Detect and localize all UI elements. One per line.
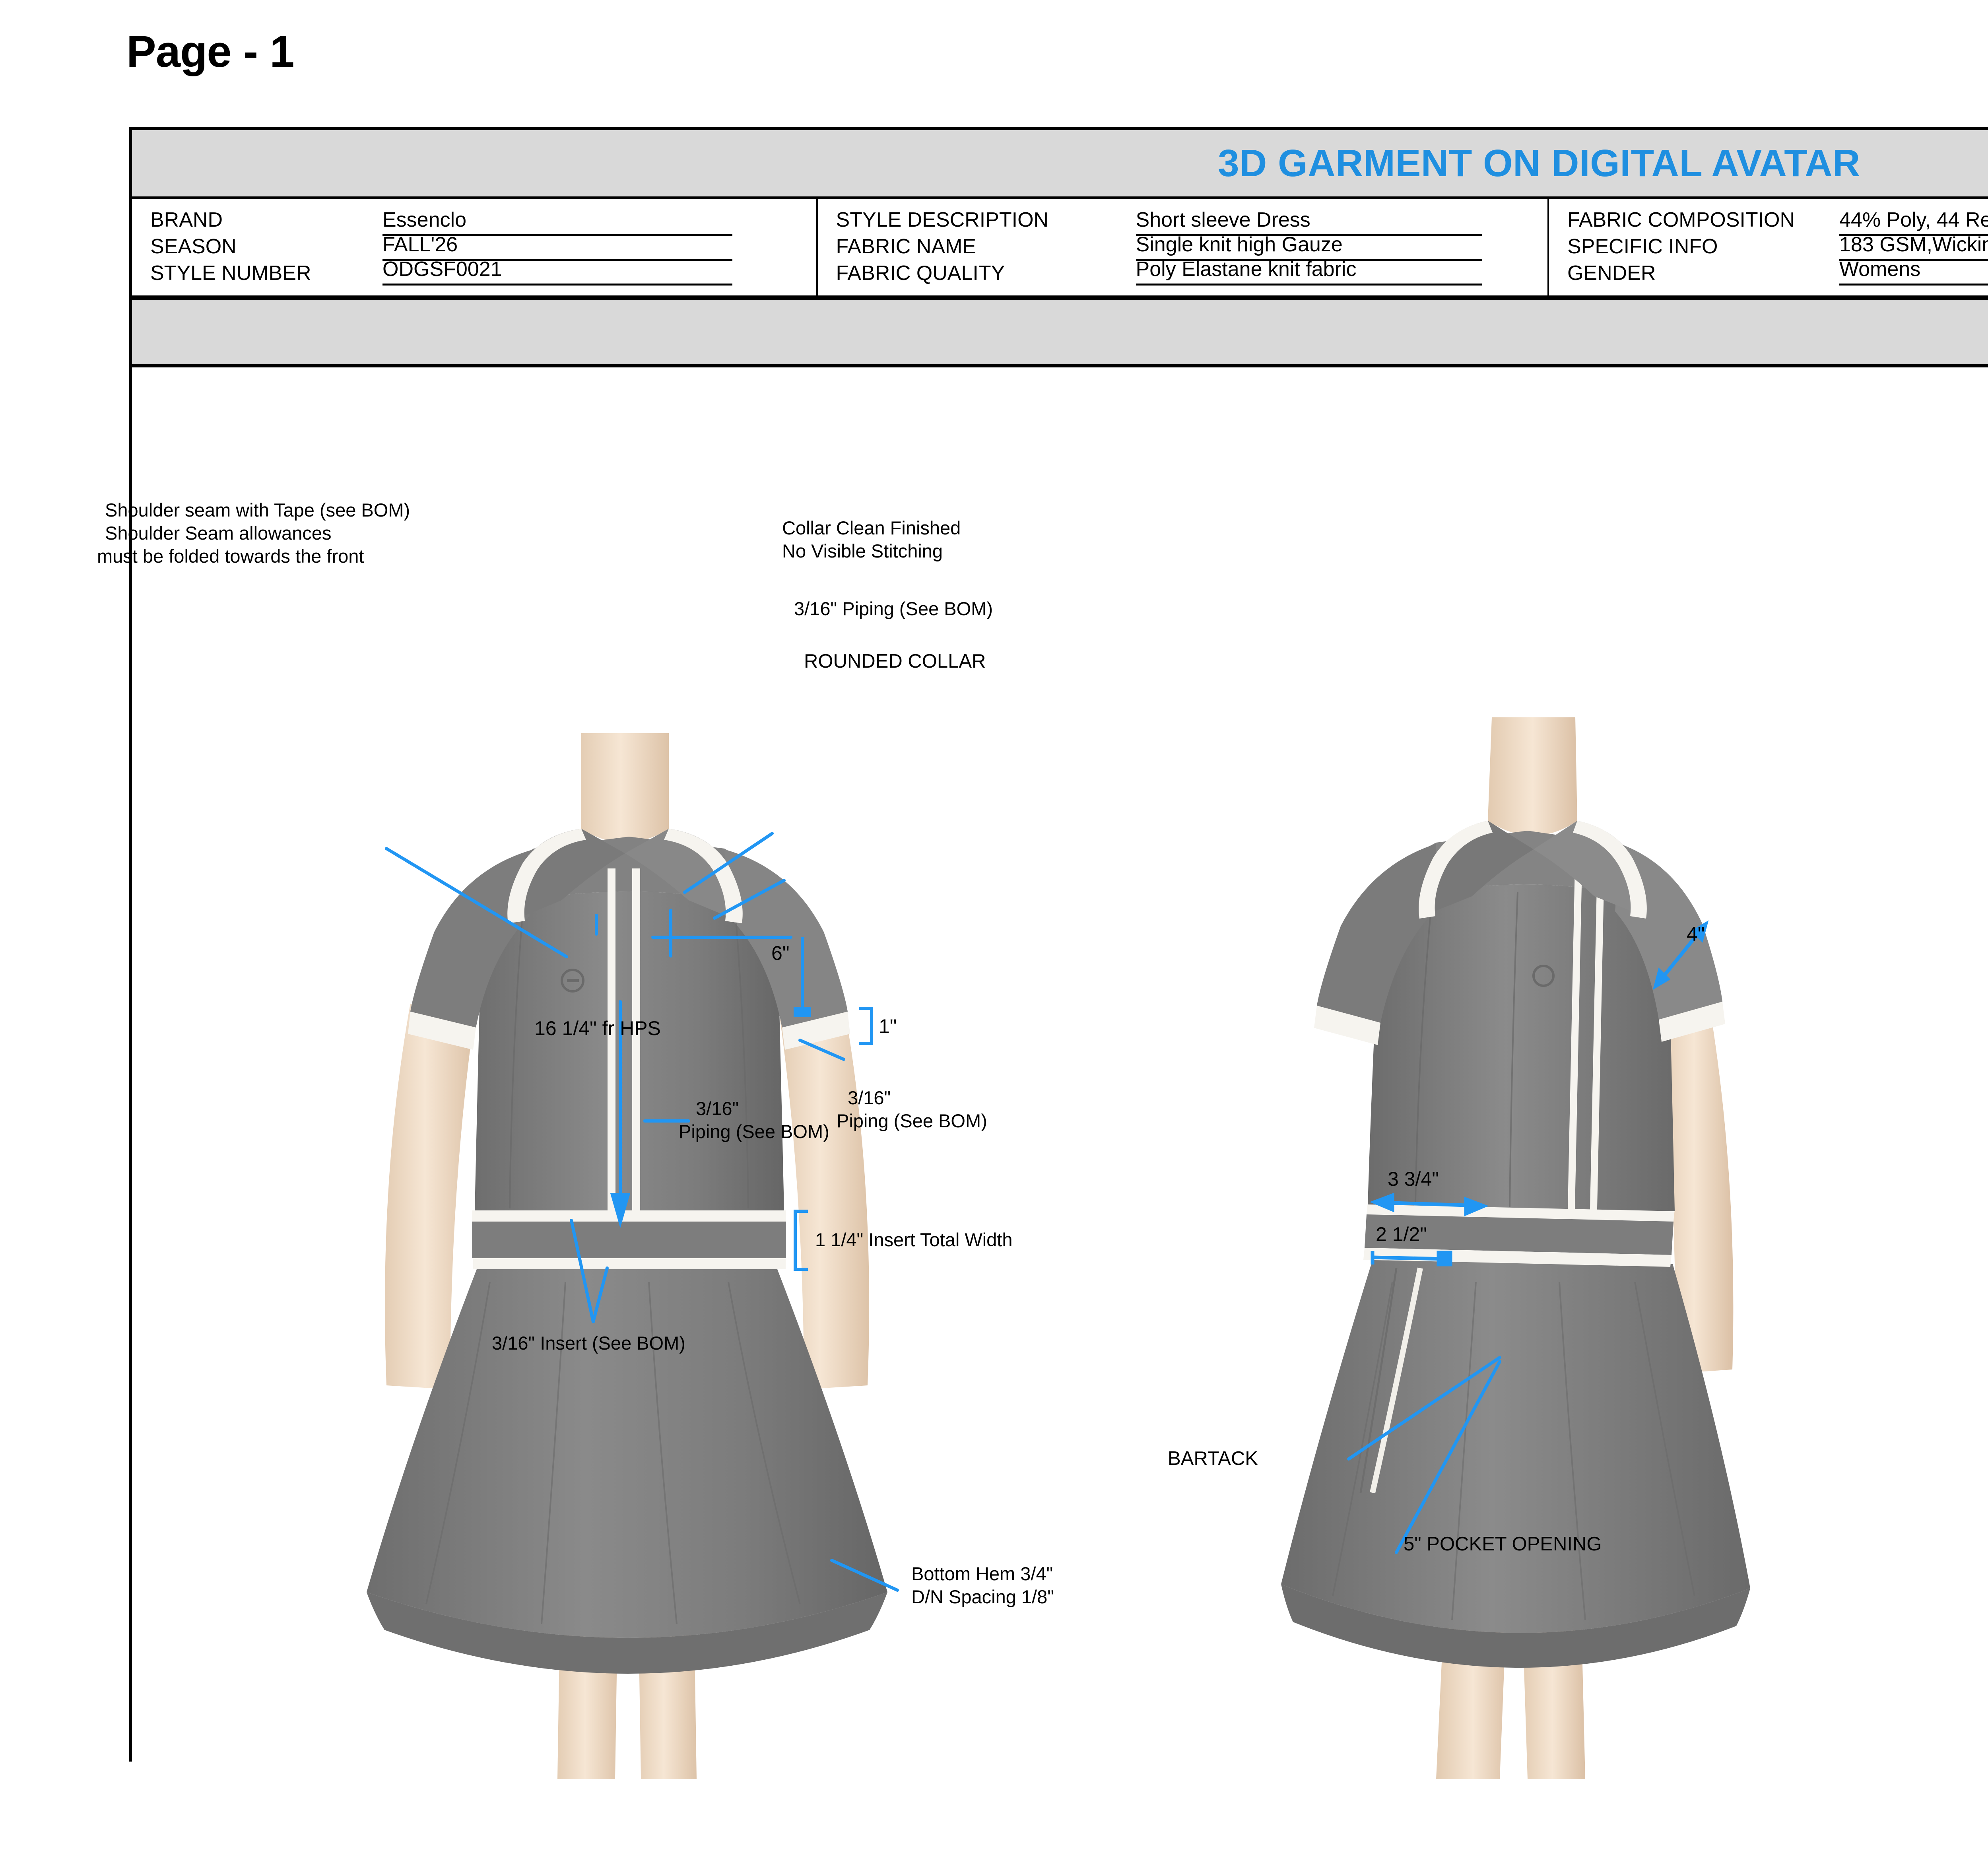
spec-values: 44% Poly, 44 Recycled Poly, 12% Elastane… xyxy=(1823,210,1988,286)
callout-collar-piping: 3/16" Piping (See BOM) xyxy=(794,598,993,619)
callout-sleeve-piping-size: 3/16" xyxy=(848,1087,891,1108)
callout-collar-clean: Collar Clean Finished xyxy=(782,517,961,538)
callout-shoulder-tape: Shoulder seam with Tape (see BOM) xyxy=(105,499,410,521)
spec-label-fabric-quality: FABRIC QUALITY xyxy=(836,262,1005,285)
dim-waist-upper: 3 3/4" xyxy=(1388,1168,1439,1190)
spec-value-brand[interactable]: Essenclo xyxy=(382,210,732,236)
spec-value-gender[interactable]: Womens xyxy=(1839,259,1988,286)
callout-bartack: BARTACK xyxy=(1168,1448,1258,1469)
callout-pocket-opening: 5" POCKET OPENING xyxy=(1404,1533,1602,1555)
spec-column-fabric: FABRIC COMPOSITION SPECIFIC INFO GENDER … xyxy=(1549,199,1988,295)
callout-sleeve-piping-bom: Piping (See BOM) xyxy=(837,1110,987,1131)
spec-value-fabric-quality[interactable]: Poly Elastane knit fabric xyxy=(1136,259,1482,286)
spec-labels: BRAND SEASON STYLE NUMBER xyxy=(132,210,367,284)
spec-label-fabric-composition: FABRIC COMPOSITION xyxy=(1567,208,1795,231)
spec-column-brand: BRAND SEASON STYLE NUMBER Essenclo FALL'… xyxy=(132,199,818,295)
spec-value-specific-info[interactable]: 183 GSM,Wicking xyxy=(1839,234,1988,261)
page-title: Page - 1 xyxy=(126,27,295,76)
spec-values: Essenclo FALL'26 ODGSF0021 xyxy=(367,210,816,286)
spec-value-style-description[interactable]: Short sleeve Dress xyxy=(1136,210,1482,236)
grey-spacer-band xyxy=(132,297,1988,367)
callout-rounded-collar: ROUNDED COLLAR xyxy=(804,651,986,672)
spec-labels: STYLE DESCRIPTION FABRIC NAME FABRIC QUA… xyxy=(818,210,1120,284)
front-avatar-illustration xyxy=(367,733,899,1779)
spec-value-style-number[interactable]: ODGSF0021 xyxy=(382,259,732,286)
spec-label-gender: GENDER xyxy=(1567,262,1656,285)
back-view-figure: 4" 7 3/4" 1/16" SN CHAINSTITCH SN CENTER… xyxy=(1973,367,1988,1779)
dim-side-sleeve: 4" xyxy=(1687,923,1705,945)
sheet-banner: 3D GARMENT ON DIGITAL AVATAR xyxy=(132,130,1988,199)
spec-labels: FABRIC COMPOSITION SPECIFIC INFO GENDER xyxy=(1549,210,1823,284)
callout-shoulder-fold: must be folded towards the front xyxy=(97,546,364,567)
callout-insert-bom: 3/16" Insert (See BOM) xyxy=(492,1332,685,1354)
spec-values: Short sleeve Dress Single knit high Gauz… xyxy=(1120,210,1547,286)
front-view-figure: Shoulder seam with Tape (see BOM) Should… xyxy=(97,367,1118,1779)
side-avatar-illustration xyxy=(1281,717,1750,1779)
spec-label-season: SEASON xyxy=(150,235,237,258)
spec-label-specific-info: SPECIFIC INFO xyxy=(1567,235,1718,258)
tech-pack-sheet: 3D GARMENT ON DIGITAL AVATAR BRAND SEASO… xyxy=(97,127,1988,1779)
spec-label-brand: BRAND xyxy=(150,208,223,231)
callout-insert-total-width: 1 1/4" Insert Total Width xyxy=(815,1229,1013,1250)
dim-front-length: 16 1/4" fr HPS xyxy=(534,1017,661,1039)
spec-label-style-number: STYLE NUMBER xyxy=(150,262,311,285)
banner-title: 3D GARMENT ON DIGITAL AVATAR xyxy=(1218,142,1860,185)
spec-label-style-description: STYLE DESCRIPTION xyxy=(836,208,1049,231)
side-view-figure: 4" 3 3/4" 2 1/2" BARTACK 5" POCKET OPENI… xyxy=(1118,367,1973,1779)
spec-column-style: STYLE DESCRIPTION FABRIC NAME FABRIC QUA… xyxy=(818,199,1549,295)
callout-shoulder-allowance: Shoulder Seam allowances xyxy=(105,523,332,544)
callout-hem-dn-spacing: D/N Spacing 1/8" xyxy=(911,1586,1054,1607)
dim-sleeve-band: 1" xyxy=(879,1015,897,1037)
callout-bottom-hem: Bottom Hem 3/4" xyxy=(911,1563,1053,1584)
callout-placket-piping-bom: Piping (See BOM) xyxy=(679,1121,829,1142)
spec-table: BRAND SEASON STYLE NUMBER Essenclo FALL'… xyxy=(132,199,1988,297)
spec-value-fabric-composition[interactable]: 44% Poly, 44 Recycled Poly, 12% Elastane xyxy=(1839,210,1988,236)
spec-label-fabric-name: FABRIC NAME xyxy=(836,235,977,258)
figure-area: Shoulder seam with Tape (see BOM) Should… xyxy=(97,367,1988,1779)
spec-value-fabric-name[interactable]: Single knit high Gauze xyxy=(1136,234,1482,261)
callout-collar-stitching: No Visible Stitching xyxy=(782,540,943,561)
spec-value-season[interactable]: FALL'26 xyxy=(382,234,732,261)
callout-placket-piping-size: 3/16" xyxy=(696,1098,739,1119)
back-avatar-illustration xyxy=(1973,367,1988,1779)
dim-collar-height: 6" xyxy=(771,942,790,964)
dim-waist-lower: 2 1/2" xyxy=(1376,1223,1427,1245)
